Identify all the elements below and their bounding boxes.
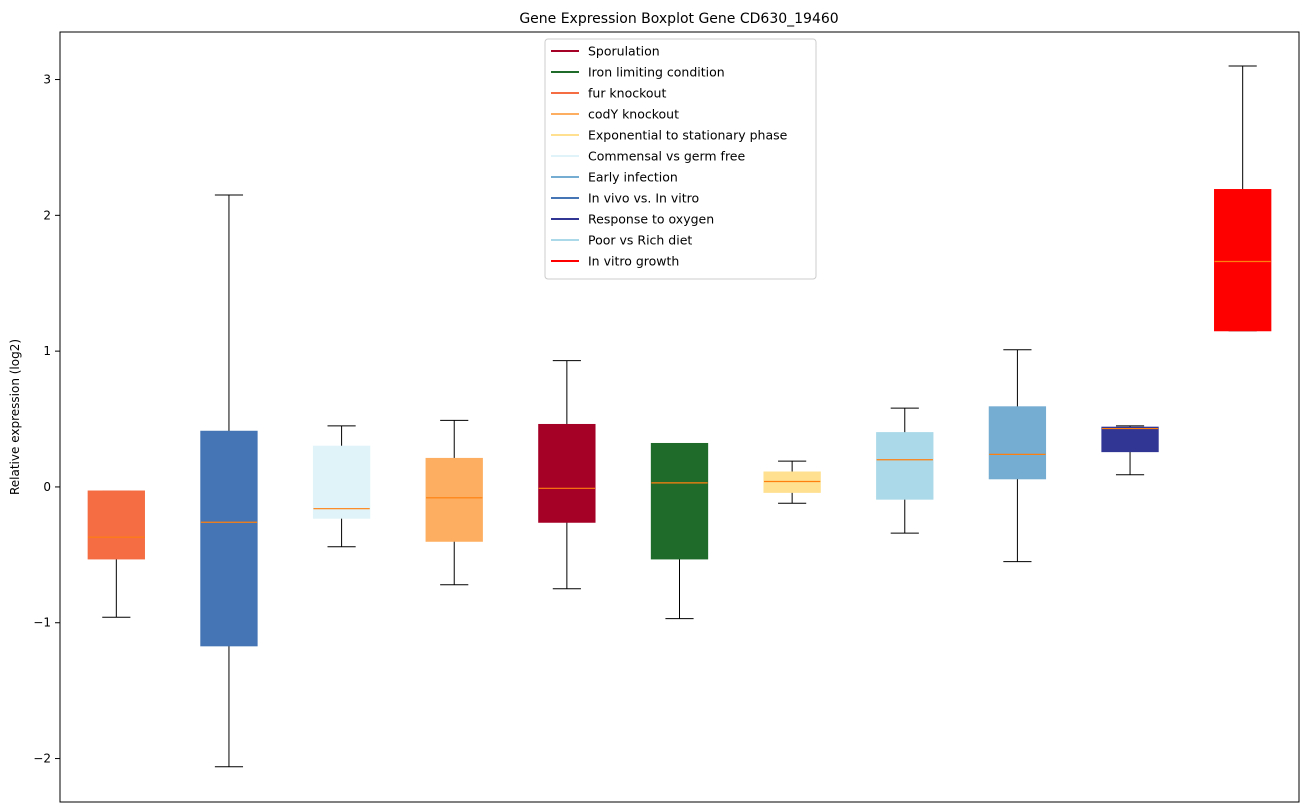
legend-item: In vivo vs. In vitro bbox=[551, 191, 699, 206]
box-body bbox=[87, 490, 145, 560]
legend-label: Commensal vs germ free bbox=[588, 149, 745, 164]
chart-title: Gene Expression Boxplot Gene CD630_19460 bbox=[519, 11, 838, 27]
legend-item: Commensal vs germ free bbox=[551, 149, 745, 164]
box-body bbox=[200, 430, 258, 647]
legend-label: Response to oxygen bbox=[588, 212, 714, 227]
legend-item: Poor vs Rich diet bbox=[551, 233, 692, 248]
legend-item: In vitro growth bbox=[551, 254, 679, 269]
box-group-3 bbox=[312, 425, 371, 548]
y-tick-label: −1 bbox=[33, 616, 51, 630]
box-group-1 bbox=[87, 490, 145, 618]
box-group-4 bbox=[425, 419, 483, 586]
legend-label: fur knockout bbox=[588, 86, 666, 101]
y-tick-label: 3 bbox=[43, 73, 51, 87]
legend-item: Iron limiting condition bbox=[551, 65, 725, 80]
legend-item: Sporulation bbox=[551, 44, 660, 59]
y-axis: −2 −1 0 1 2 3 bbox=[33, 73, 60, 766]
legend-label: Early infection bbox=[588, 170, 678, 185]
legend-label: In vitro growth bbox=[588, 254, 679, 269]
box-group-11 bbox=[1214, 65, 1272, 332]
legend-label: Exponential to stationary phase bbox=[588, 128, 788, 143]
box-body bbox=[1214, 189, 1272, 332]
legend-item: Exponential to stationary phase bbox=[551, 128, 788, 143]
box-body bbox=[650, 442, 709, 560]
box-body bbox=[988, 406, 1047, 480]
box-group-9 bbox=[988, 349, 1047, 563]
legend-label: In vivo vs. In vitro bbox=[588, 191, 699, 206]
legend-label: Iron limiting condition bbox=[588, 65, 725, 80]
box-body bbox=[876, 432, 934, 500]
box-group-5 bbox=[538, 360, 596, 590]
y-tick-label: 1 bbox=[43, 344, 51, 358]
legend-label: codY knockout bbox=[588, 107, 679, 122]
box-group-7 bbox=[763, 460, 821, 504]
box-group-10 bbox=[1101, 425, 1159, 476]
legend-item: Response to oxygen bbox=[551, 212, 714, 227]
y-axis-label: Relative expression (log2) bbox=[8, 339, 22, 495]
box-body bbox=[1101, 426, 1159, 453]
box-body bbox=[425, 457, 483, 542]
legend-label: Poor vs Rich diet bbox=[588, 233, 692, 248]
legend-item: Early infection bbox=[551, 170, 678, 185]
box-group-2 bbox=[200, 194, 258, 768]
y-tick-label: 0 bbox=[43, 480, 51, 494]
box-group-8 bbox=[876, 407, 934, 534]
y-tick-label: 2 bbox=[43, 208, 51, 222]
plot-area bbox=[87, 65, 1272, 768]
box-group-6 bbox=[650, 442, 709, 620]
box-body bbox=[763, 471, 821, 493]
box-body bbox=[312, 445, 371, 519]
legend-item: codY knockout bbox=[551, 107, 679, 122]
legend-frame bbox=[544, 38, 817, 280]
box-body bbox=[538, 423, 596, 523]
legend-label: Sporulation bbox=[588, 44, 660, 59]
legend-item: fur knockout bbox=[551, 86, 666, 101]
plot-frame bbox=[59, 31, 1300, 803]
y-tick-label: −2 bbox=[33, 752, 51, 766]
